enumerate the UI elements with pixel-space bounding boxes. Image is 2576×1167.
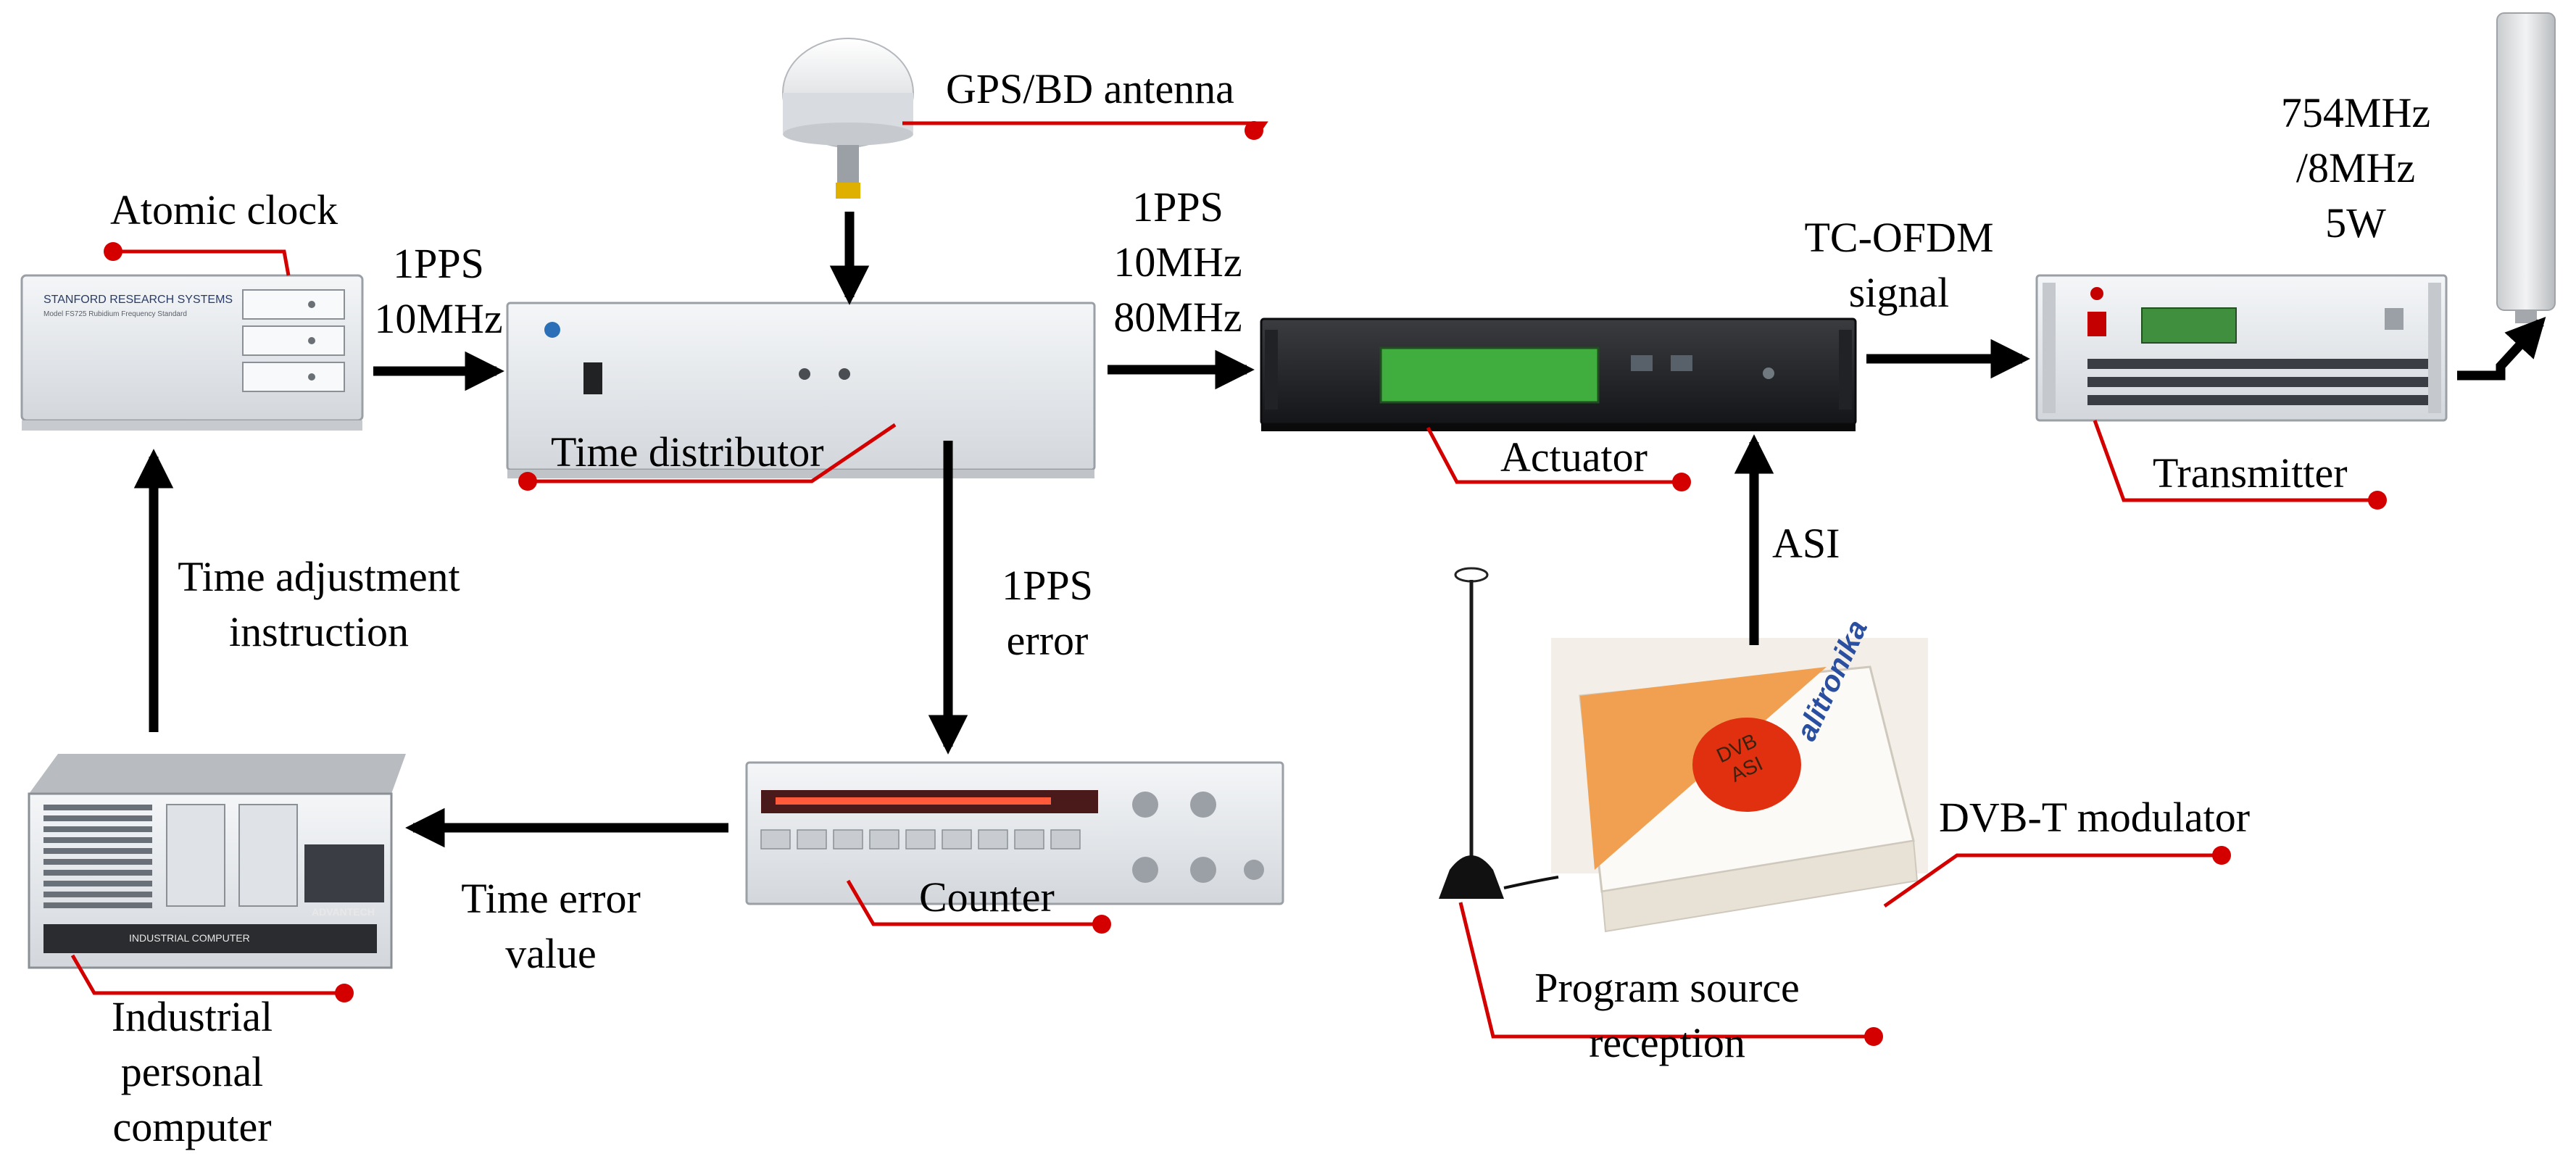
atomic-clock-device xyxy=(20,274,364,431)
transmitter-callout xyxy=(2093,420,2387,510)
signal-err-line-2: error xyxy=(1006,617,1089,664)
atomic-clock-model: Model FS725 Rubidium Frequency Standard xyxy=(43,310,187,318)
signal-transmitter-output: 754MHz /8MHz 5W xyxy=(2254,86,2457,251)
industrial-pc-callout xyxy=(70,954,354,1002)
dvb-modulator-callout xyxy=(1883,846,2231,908)
gps-antenna-label: GPS/BD antenna xyxy=(946,65,1234,112)
signal-tx-line-2: /8MHz xyxy=(2295,144,2416,191)
gps-antenna-device xyxy=(782,38,914,199)
counter-callout xyxy=(846,879,1111,934)
atomic-clock-label: Atomic clock xyxy=(110,186,338,233)
dvb-modulator-device xyxy=(1551,638,1928,933)
industrial-pc-label-line-1: Industrial xyxy=(111,993,273,1040)
program-source-callout xyxy=(1458,902,1883,1046)
industrial-pc-label-line-3: computer xyxy=(112,1103,272,1150)
program-source-label-line-2: reception xyxy=(1589,1019,1745,1066)
signal-tx-line-1: 754MHz xyxy=(2280,89,2431,136)
counter-device xyxy=(745,761,1284,905)
industrial-pc-device xyxy=(28,754,406,969)
signal-clock-to-distributor: 1PPS 10MHz xyxy=(362,236,515,346)
industrial-pc-front-text: INDUSTRIAL COMPUTER xyxy=(129,932,250,944)
signal-pc-to-clock: Time adjustment instruction xyxy=(156,549,482,660)
signal-clock-line-2: 10MHz xyxy=(374,295,503,342)
actuator-device xyxy=(1260,317,1857,431)
signal-tc-line-1: TC-OFDM xyxy=(1804,214,1994,261)
signal-tx-line-3: 5W xyxy=(2325,199,2386,246)
program-source-label: Program source reception xyxy=(1479,960,1856,1071)
industrial-pc-label: Industrial personal computer xyxy=(72,989,312,1155)
signal-modulator-to-actuator: ASI xyxy=(1772,520,1840,567)
program-source-label-line-1: Program source xyxy=(1534,964,1800,1011)
counter-label: Counter xyxy=(919,873,1055,921)
atomic-clock-brand: STANFORD RESEARCH SYSTEMS xyxy=(43,294,233,306)
broadcast-antenna xyxy=(2496,12,2556,323)
transmitter-device xyxy=(2035,274,2448,422)
time-distributor-callout xyxy=(518,423,897,491)
industrial-pc-label-line-2: personal xyxy=(120,1048,264,1095)
gps-antenna-callout xyxy=(902,121,1268,140)
signal-distributor-to-actuator: 1PPS 10MHz 80MHz xyxy=(1102,180,1254,345)
signal-clock-line-1: 1PPS xyxy=(393,240,484,287)
arrow-transmitter-to-antenna xyxy=(2457,316,2546,381)
signal-counter-to-pc: Time error value xyxy=(428,871,674,981)
signal-adj-line-2: instruction xyxy=(228,608,410,655)
reception-antenna xyxy=(1439,567,1559,899)
actuator-callout xyxy=(1426,426,1691,491)
dvb-modulator-label: DVB-T modulator xyxy=(1939,794,2251,841)
signal-dist-line-3: 80MHz xyxy=(1113,294,1242,341)
actuator-label: Actuator xyxy=(1500,433,1648,481)
signal-dist-line-1: 1PPS xyxy=(1132,183,1223,231)
atomic-clock-callout xyxy=(104,242,291,276)
transmitter-label: Transmitter xyxy=(2153,449,2348,497)
signal-distributor-to-counter: 1PPS error xyxy=(964,558,1131,668)
signal-tev-line-2: value xyxy=(505,930,597,977)
signal-adj-line-1: Time adjustment xyxy=(178,553,460,600)
signal-actuator-to-transmitter: TC-OFDM signal xyxy=(1769,210,2029,320)
signal-arrows xyxy=(133,212,2546,848)
signal-tev-line-1: Time error xyxy=(461,875,641,922)
time-distributor-label: Time distributor xyxy=(551,428,824,475)
signal-tc-line-2: signal xyxy=(1848,269,1950,316)
signal-err-line-1: 1PPS xyxy=(1002,562,1093,609)
signal-dist-line-2: 10MHz xyxy=(1113,238,1242,286)
industrial-pc-brand: ADVANTECH xyxy=(312,906,375,918)
